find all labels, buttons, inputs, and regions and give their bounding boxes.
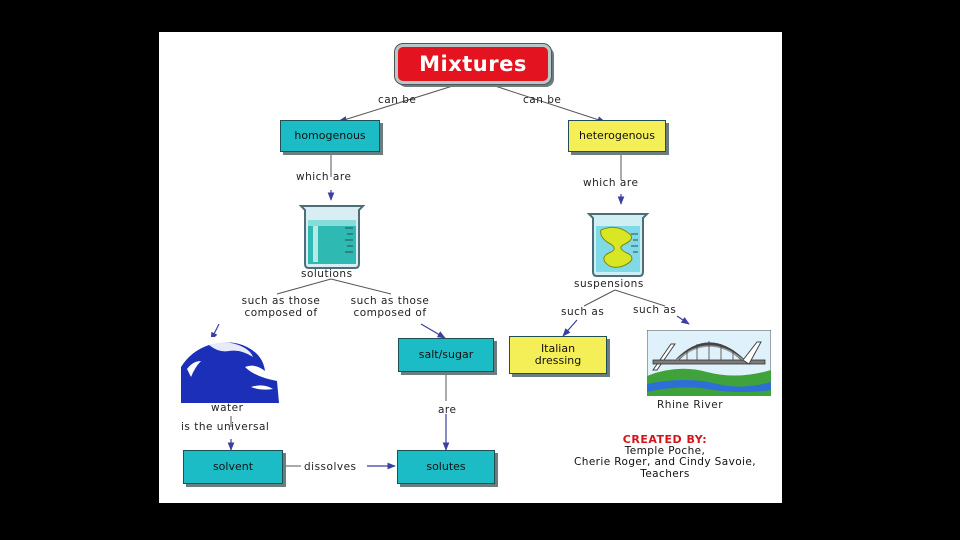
arrow-to-rhine-river xyxy=(676,315,690,325)
beaker-suspension-icon xyxy=(586,213,650,277)
link-such-as-those-composed-left: such as those composed of xyxy=(241,295,321,319)
connector-mixtures-homogenous xyxy=(343,83,460,121)
link-can-be-right: can be xyxy=(523,94,562,106)
link-which-are-right: which are xyxy=(583,177,639,189)
slide: Mixtures can be can be which are which a… xyxy=(159,32,782,503)
link-is-the-universal: is the universal xyxy=(181,421,270,433)
link-dissolves: dissolves xyxy=(304,461,357,473)
credits-heading: CREATED BY: xyxy=(622,433,708,446)
link-can-be-left: can be xyxy=(378,94,417,106)
node-italian-dressing: Italian dressing xyxy=(509,336,607,374)
connector-mixtures-heterogenous xyxy=(488,83,600,121)
node-solutes: solutes xyxy=(397,450,495,484)
node-homogenous: homogenous xyxy=(280,120,380,152)
node-suspensions: suspensions xyxy=(574,278,644,290)
node-water: water xyxy=(211,402,244,414)
credits-line-2: Cherie Roger, and Cindy Savoie, xyxy=(574,456,756,468)
credits-line-3: Teachers xyxy=(640,467,690,480)
node-solutions: solutions xyxy=(301,268,353,280)
connector-suspensions-right xyxy=(614,289,666,307)
connector-solutions-right xyxy=(330,278,392,295)
credits-line-1: Temple Poche, xyxy=(624,444,706,457)
bridge-icon xyxy=(647,330,771,396)
mixtures-title: Mixtures xyxy=(395,44,551,84)
node-rhine-river: Rhine River xyxy=(657,399,724,411)
link-such-as-those-composed-right: such as those composed of xyxy=(350,295,430,319)
link-such-as-right: such as xyxy=(633,304,677,316)
link-such-as-left: such as xyxy=(561,306,605,318)
node-heterogenous: heterogenous xyxy=(568,120,666,152)
wave-icon xyxy=(181,337,279,403)
credits: CREATED BY: Temple Poche, Cherie Roger, … xyxy=(551,434,779,480)
connector-solutions-left xyxy=(276,278,332,295)
connector-suspensions-left xyxy=(583,289,616,307)
arrow-to-salt-sugar xyxy=(420,323,446,339)
node-solvent: solvent xyxy=(183,450,283,484)
link-are: are xyxy=(438,404,457,416)
beaker-icon xyxy=(298,205,366,269)
arrow-to-italian-dressing xyxy=(562,319,578,337)
link-which-are-left: which are xyxy=(296,171,352,183)
node-salt-sugar: salt/sugar xyxy=(398,338,494,372)
